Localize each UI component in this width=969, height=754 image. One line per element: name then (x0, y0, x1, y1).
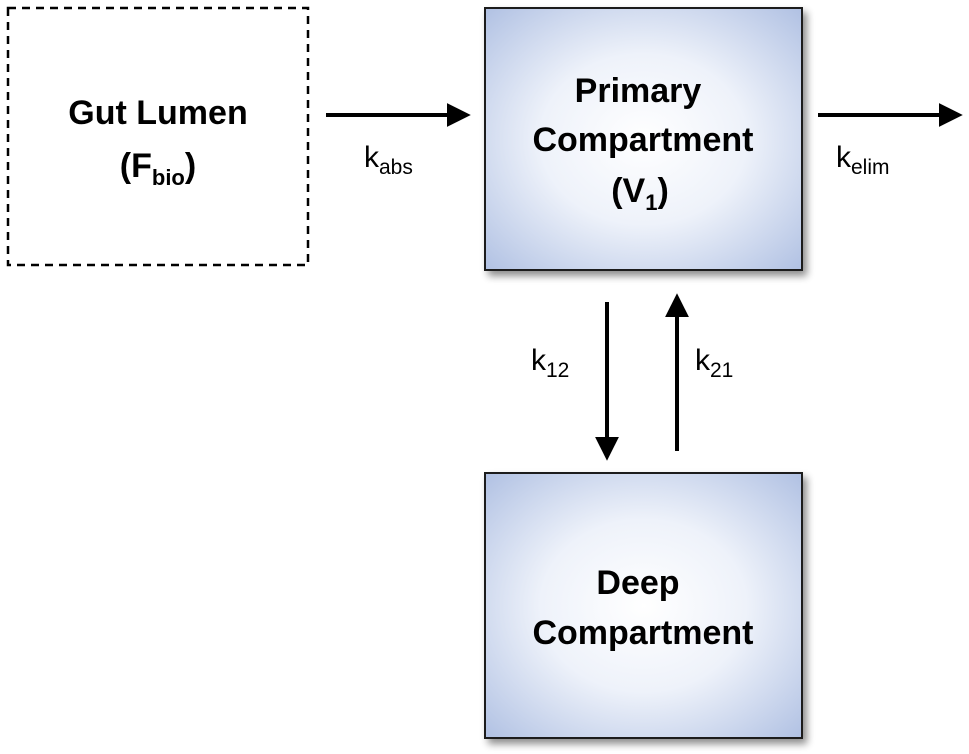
deep-compartment-node: Deep Compartment (484, 472, 803, 739)
k-elim-label: kelim (836, 141, 890, 179)
k21-label: k21 (695, 344, 733, 382)
primary-compartment-line2: Compartment (532, 121, 753, 159)
primary-compartment-line1: Primary (575, 72, 702, 110)
primary-compartment-v1: (V1) (611, 172, 669, 215)
k21-edge: k21 (665, 293, 733, 451)
gut-lumen-box (6, 6, 310, 267)
elimination-edge: kelim (818, 103, 963, 179)
deep-compartment-box (484, 472, 803, 739)
k-abs-label: kabs (364, 141, 413, 179)
k12-label: k12 (531, 344, 569, 382)
deep-compartment-line1: Deep (596, 564, 679, 602)
k12-edge: k12 (531, 302, 619, 461)
absorption-edge: kabs (326, 103, 471, 179)
gut-lumen-node: Gut Lumen (Fbio) (6, 6, 310, 267)
gut-lumen-fbio: (Fbio) (120, 147, 196, 190)
primary-compartment-box (484, 7, 803, 271)
gut-lumen-title: Gut Lumen (68, 94, 247, 132)
deep-compartment-line2: Compartment (532, 614, 753, 652)
primary-compartment-node: Primary Compartment (V1) (484, 7, 803, 271)
